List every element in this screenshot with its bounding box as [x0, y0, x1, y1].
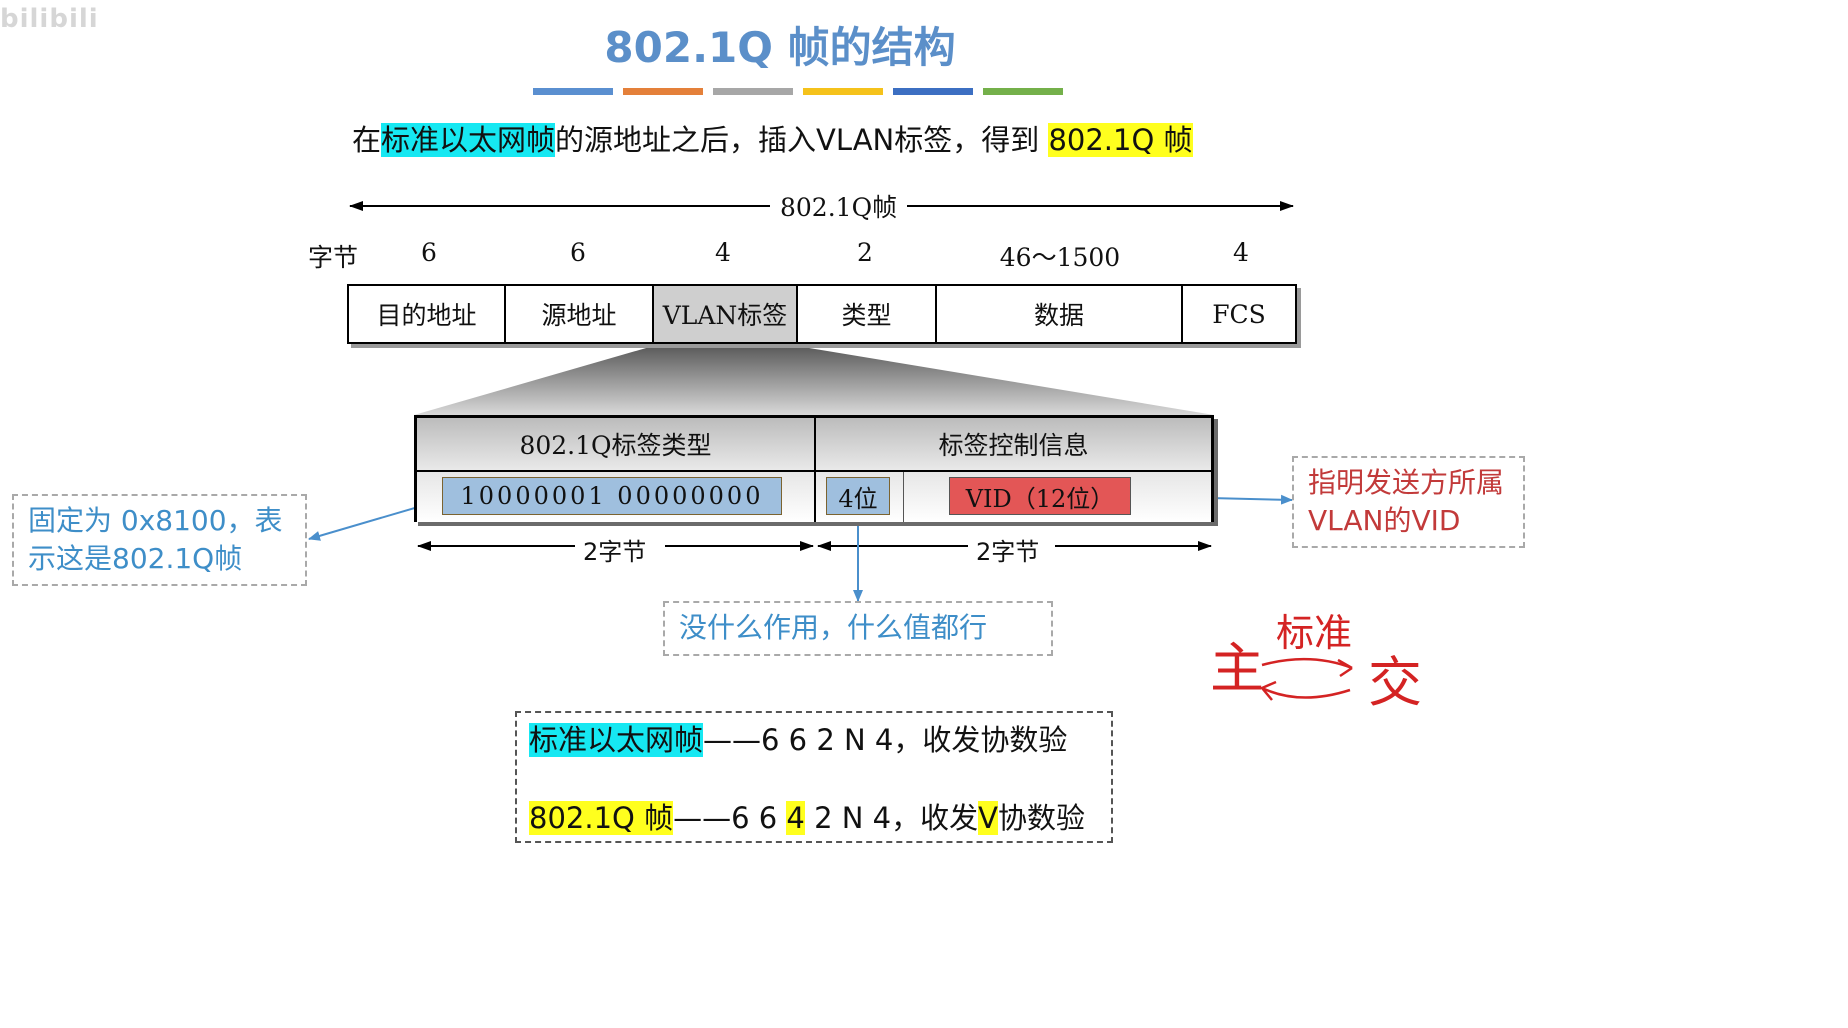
field-type: 类型: [798, 286, 937, 342]
color-bar-segment: [803, 88, 883, 95]
summary-8021q-text: 协数验: [997, 801, 1085, 835]
intro-highlight-standard-frame: 标准以太网帧: [381, 123, 556, 157]
frame-span-label: 802.1Q帧: [770, 188, 908, 224]
vlan-tag-values: 10000001 00000000 4位 VID（12位）: [417, 472, 1211, 522]
pri-value-cell: 4位: [816, 472, 904, 522]
byte-count: 4: [715, 238, 731, 267]
byte-count: 46～1500: [999, 243, 1121, 272]
byte-count: 2: [857, 238, 873, 267]
pri-field: 4位: [826, 477, 890, 515]
intro-sentence: 在标准以太网帧的源地址之后，插入VLAN标签，得到 802.1Q 帧: [352, 118, 1193, 162]
summary-8021q-text: 2 N 4，收发: [804, 801, 979, 835]
watermark-logo: bilibili: [0, 4, 99, 34]
tpid-bits: 10000001 00000000: [442, 477, 782, 515]
summary-standard-fields: ——6 6 2 N 4，收发协数验: [703, 723, 1068, 757]
note-pri-unused: 没什么作用，什么值都行: [663, 601, 1053, 656]
vlan-tag-header: 802.1Q标签类型 标签控制信息: [417, 418, 1211, 472]
byte-count: 6: [570, 238, 586, 267]
title-color-bar: [533, 88, 1063, 95]
field-data: 数据: [937, 286, 1183, 342]
field-fcs: FCS: [1212, 299, 1266, 329]
intro-highlight-8021q-frame: 802.1Q 帧: [1048, 123, 1193, 157]
tci-bytes-label: 2字节: [968, 532, 1048, 567]
field-destination-address: 目的地址: [349, 286, 506, 342]
handwriting-left: 主: [1210, 637, 1264, 700]
handwriting-arrow-bottom: [1258, 680, 1351, 701]
bytes-row-label: 字节: [308, 243, 359, 272]
handwriting-right: 交: [1368, 651, 1422, 714]
tci-label: 标签控制信息: [938, 431, 1089, 460]
diagram-lines: [308, 201, 1353, 701]
vid-field: VID（12位）: [949, 477, 1131, 515]
vlan-expansion-fan: [414, 346, 1214, 415]
handwriting-arrow-top: [1261, 657, 1353, 678]
note-tpid-fixed: 固定为 0x8100，表示这是802.1Q帧: [12, 494, 307, 586]
handwriting-top: 标准: [1276, 611, 1353, 655]
intro-text: 在: [352, 123, 382, 157]
page-title: 802.1Q 帧的结构: [604, 23, 956, 72]
intro-text: 的源地址之后，插入VLAN标签，得到: [555, 123, 1049, 157]
summary-line-8021q: 802.1Q 帧——6 6 4 2 N 4，收发V协数验: [529, 799, 1085, 837]
vid-value-cell: VID（12位）: [904, 472, 1211, 522]
color-bar-segment: [533, 88, 613, 95]
color-bar-segment: [893, 88, 973, 95]
tpid-value-cell: 10000001 00000000: [417, 472, 816, 522]
summary-8021q-label: 802.1Q 帧: [529, 801, 674, 835]
summary-standard-label: 标准以太网帧: [529, 723, 704, 757]
color-bar-segment: [983, 88, 1063, 95]
color-bar-segment: [623, 88, 703, 95]
field-source-address: 源地址: [506, 286, 654, 342]
summary-line-standard: 标准以太网帧——6 6 2 N 4，收发协数验: [529, 721, 1067, 759]
field-vlan-tag: VLAN标签: [654, 286, 798, 342]
note-vid-meaning: 指明发送方所属VLAN的VID: [1292, 456, 1525, 548]
byte-count: 4: [1233, 238, 1249, 267]
summary-box: 标准以太网帧——6 6 2 N 4，收发协数验 802.1Q 帧——6 6 4 …: [515, 711, 1113, 843]
tpid-bytes-label: 2字节: [575, 532, 655, 567]
tpid-label: 802.1Q标签类型: [417, 418, 816, 470]
summary-8021q-text: ——6 6: [673, 801, 787, 835]
vlan-tag-detail: 802.1Q标签类型 标签控制信息 10000001 00000000 4位 V…: [414, 415, 1214, 522]
color-bar-segment: [713, 88, 793, 95]
byte-count: 6: [421, 238, 437, 267]
summary-8021q-vlan-mnemonic: V: [978, 801, 998, 835]
frame-field-row: 目的地址 源地址 VLAN标签 类型 数据 FCS: [347, 284, 1297, 344]
summary-8021q-tag-bytes: 4: [786, 801, 805, 835]
